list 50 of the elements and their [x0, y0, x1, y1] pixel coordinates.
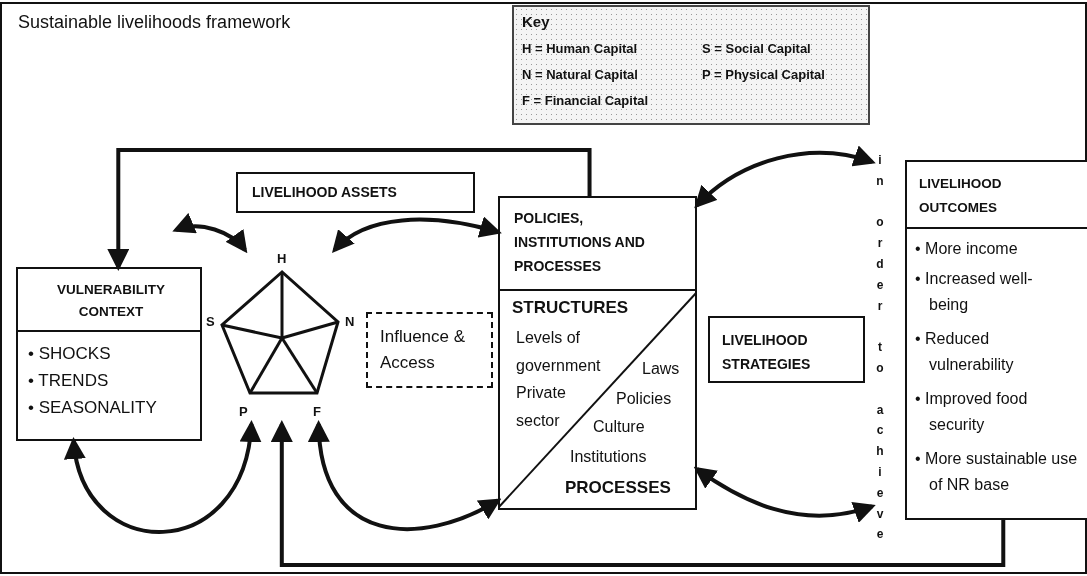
vertex-label: H — [277, 251, 288, 266]
diagram-title: Sustainable livelihoods framework — [18, 12, 291, 33]
box-heading: POLICIES, INSTITUTIONS AND PROCESSES — [514, 209, 646, 276]
key-entry: P = Physical Capital — [702, 67, 826, 82]
box-heading: LIVELIHOOD OUTCOMES — [919, 175, 1003, 217]
section-heading: STRUCTURES — [512, 298, 630, 318]
box-text: Laws — [642, 360, 681, 378]
arrow — [693, 466, 876, 523]
key-entry: N = Natural Capital — [522, 67, 639, 82]
arrow — [331, 216, 502, 253]
box-text: Institutions — [570, 448, 648, 466]
key-title: Key — [522, 13, 551, 30]
box-text: Levels of government — [516, 328, 602, 376]
arrow — [309, 420, 502, 531]
key-entry: S = Social Capital — [702, 41, 812, 56]
box-heading: LIVELIHOOD ASSETS — [252, 184, 398, 200]
vertex-label: N — [345, 314, 356, 329]
arrow — [66, 420, 260, 534]
bullet-item: • More income — [915, 239, 1019, 259]
vertex-label: F — [313, 404, 322, 419]
strategies-box — [708, 316, 865, 383]
box-text: Private sector — [516, 383, 567, 431]
bullet-item: • More sustainable use of NR base — [915, 449, 1079, 495]
bullet-item: • Improved food security — [915, 389, 1029, 435]
key-entry: F = Financial Capital — [522, 93, 650, 108]
key-box — [512, 5, 870, 125]
box-heading: VULNERABILITY CONTEXT — [56, 281, 166, 321]
box-heading: LIVELIHOOD STRATEGIES — [722, 331, 812, 374]
arrow — [107, 148, 592, 271]
vertical-caption: in order to achieve — [875, 152, 885, 544]
vertex-label: S — [206, 314, 216, 329]
arrow — [694, 146, 876, 209]
box-text: Culture — [593, 418, 646, 436]
bullet-item: • TRENDS — [28, 370, 110, 392]
arrow — [172, 213, 248, 254]
vertex-label: P — [239, 404, 249, 419]
box-text: Influence & Access — [380, 326, 467, 374]
label-box — [236, 172, 475, 213]
arrow — [270, 420, 1006, 567]
policies-box — [498, 196, 697, 510]
key-entry: H = Human Capital — [522, 41, 639, 56]
box-text: Policies — [616, 390, 673, 408]
bullet-item: • SEASONALITY — [28, 397, 158, 419]
dashed-box — [366, 312, 493, 388]
bullet-item: • Reduced vulnerability — [915, 329, 1015, 375]
outcomes-box — [905, 160, 1087, 520]
section-heading: PROCESSES — [565, 478, 672, 498]
bullet-item: • SHOCKS — [28, 343, 112, 365]
bullet-item: • Increased well-being — [915, 269, 1034, 315]
context-box — [16, 267, 202, 441]
